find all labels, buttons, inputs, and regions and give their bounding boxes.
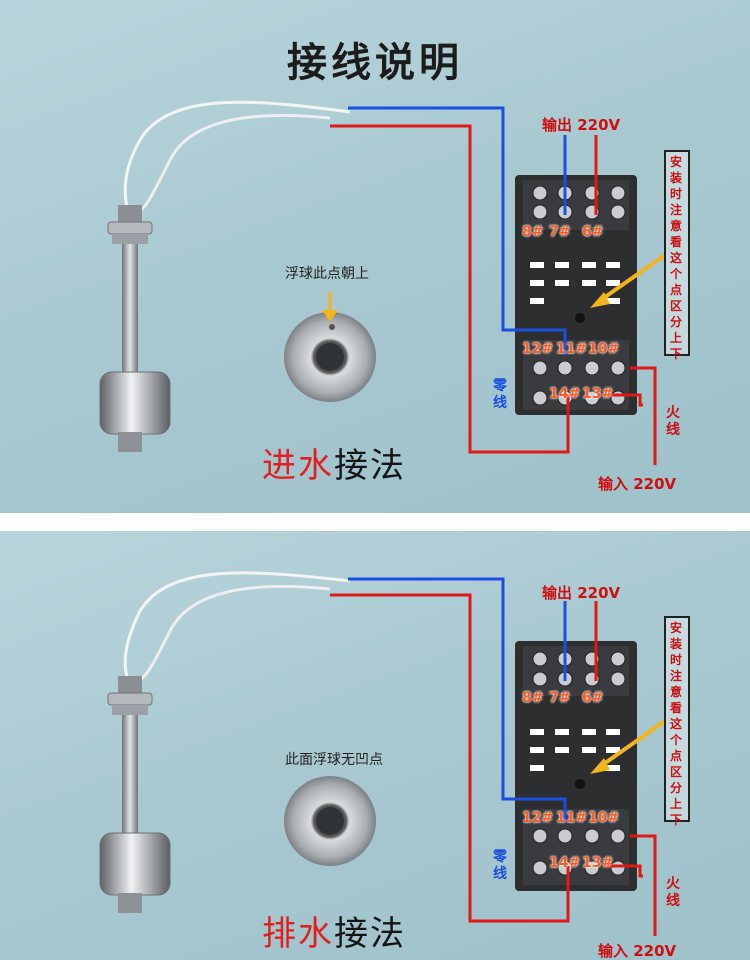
input-label: 输入 220V bbox=[598, 942, 677, 960]
pin-13: 13# bbox=[582, 386, 614, 402]
live-label: 火线 bbox=[666, 876, 680, 909]
pin-8: 8# bbox=[522, 690, 544, 706]
pin-6: 6# bbox=[582, 224, 604, 240]
float-closeup bbox=[284, 312, 376, 402]
page-title: 接线说明 bbox=[287, 40, 463, 86]
pin-6: 6# bbox=[582, 690, 604, 706]
mode-label-black: 接法 bbox=[334, 914, 406, 954]
bottom-wiring-svg bbox=[99, 571, 667, 936]
panel-divider bbox=[0, 513, 750, 531]
install-note: 安装时注意看这个点区分上下 bbox=[669, 621, 682, 827]
install-note: 安装时注意看这个点区分上下 bbox=[669, 155, 682, 361]
float-note: 此面浮球无凹点 bbox=[285, 752, 383, 768]
relay-socket bbox=[515, 641, 637, 891]
pin-12: 12# bbox=[522, 810, 554, 826]
mode-label: 进水接法 bbox=[262, 438, 406, 487]
bottom-panel: 此面浮球无凹点 排水接法 输出 220V 输入 220V 零线 火线 安装时注意… bbox=[0, 531, 750, 960]
pin-11: 11# bbox=[556, 810, 588, 826]
output-label: 输出 220V bbox=[542, 584, 621, 602]
pin-7: 7# bbox=[549, 690, 571, 706]
pin-10: 10# bbox=[588, 341, 620, 357]
output-label: 输出 220V bbox=[542, 116, 621, 134]
float-closeup bbox=[284, 776, 376, 866]
pin-12: 12# bbox=[522, 341, 554, 357]
install-note-box bbox=[664, 616, 690, 822]
input-label: 输入 220V bbox=[598, 475, 677, 493]
install-note-box bbox=[664, 150, 690, 356]
live-label: 火线 bbox=[666, 405, 680, 438]
float-note: 浮球此点朝上 bbox=[285, 266, 369, 282]
pin-13: 13# bbox=[582, 855, 614, 871]
mode-label-black: 接法 bbox=[334, 446, 406, 486]
pin-7: 7# bbox=[549, 224, 571, 240]
float-switch bbox=[99, 676, 171, 913]
float-switch bbox=[99, 205, 171, 452]
mode-label-red: 进水 bbox=[262, 446, 334, 486]
top-panel: 接线说明 浮球此点朝上 进水接法 输出 220V 输入 220V 零线 火线 安… bbox=[0, 0, 750, 513]
pin-14: 14# bbox=[549, 855, 581, 871]
relay-socket bbox=[515, 175, 637, 415]
pin-8: 8# bbox=[522, 224, 544, 240]
mode-label: 排水接法 bbox=[262, 906, 406, 955]
top-wiring-svg bbox=[99, 100, 667, 465]
neutral-label: 零线 bbox=[493, 378, 507, 411]
neutral-label: 零线 bbox=[493, 849, 507, 882]
pin-11: 11# bbox=[556, 341, 588, 357]
pin-14: 14# bbox=[549, 386, 581, 402]
pin-10: 10# bbox=[588, 810, 620, 826]
mode-label-red: 排水 bbox=[262, 914, 334, 954]
